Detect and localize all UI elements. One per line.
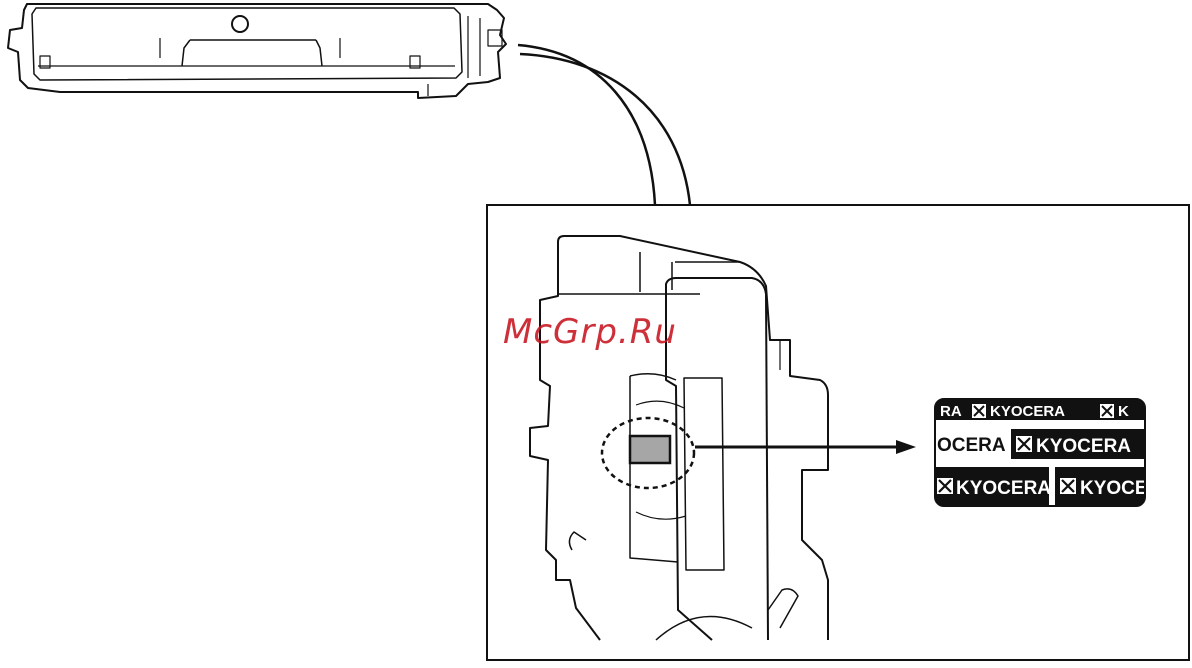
label-row-1-segment-2: KYOCERA [990,403,1065,420]
watermark: McGrp.Ru [503,312,677,352]
cartridge-end-detail [530,236,828,640]
kyocera-logo-icon [1016,436,1032,452]
label-row-2-segment-2: KYOCERA [1036,436,1131,457]
kyocera-label: RA KYOCERA K OCERA KYOCERA KYOCERA KYOCE [935,399,1148,506]
label-row-3-segment-2: KYOCE [1080,478,1148,499]
toner-chip [630,436,670,463]
kyocera-logo-icon [1060,478,1076,494]
kyocera-logo-icon [972,404,986,418]
kyocera-logo-icon [1100,404,1114,418]
label-row-1-segment-1: RA [940,403,962,420]
arrow-right-icon [695,440,916,454]
chip-location [602,418,694,488]
label-row-2-segment-1: OCERA [937,435,1006,456]
callout-leader [518,45,690,205]
kyocera-logo-icon [937,478,953,494]
label-row-1-segment-3: K [1118,403,1129,420]
label-row-3-segment-1: KYOCERA [956,478,1051,499]
toner-cartridge [8,4,506,98]
